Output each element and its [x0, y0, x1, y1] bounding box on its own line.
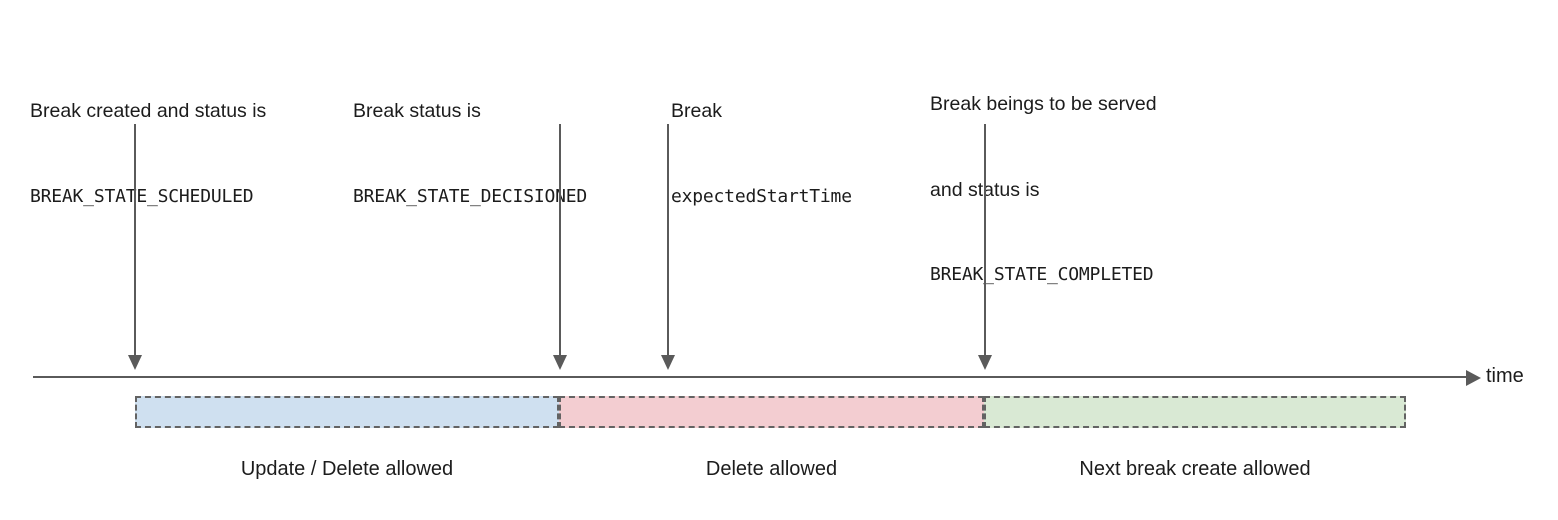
annotation-line-text: Break status is: [353, 100, 481, 122]
phase-bar-decisioned: [559, 396, 984, 428]
annotation-break-decisioned: Break status is BREAK_STATE_DECISIONED: [353, 40, 587, 268]
arrow-head: [128, 355, 142, 370]
event-arrow-break-decisioned-icon: [552, 124, 568, 370]
arrow-head: [661, 355, 675, 370]
annotation-line-text: Break: [671, 100, 722, 122]
event-arrow-expected-start-time-icon: [660, 124, 676, 370]
annotation-break-created: Break created and status is BREAK_STATE_…: [30, 40, 266, 268]
arrow-head: [553, 355, 567, 370]
phase-bar-completed: [984, 396, 1406, 428]
annotation-state-code: BREAK_STATE_DECISIONED: [353, 185, 588, 207]
annotation-break-expected-start: Break expectedStartTime: [671, 40, 852, 268]
arrow-shaft: [667, 124, 669, 356]
phase-caption-scheduled: Update / Delete allowed: [240, 458, 454, 480]
event-arrow-break-created-icon: [127, 124, 143, 370]
phase-caption-completed: Next break create allowed: [1079, 458, 1311, 480]
annotation-line-text: Break beings to be served: [930, 93, 1157, 115]
arrow-shaft: [134, 124, 136, 356]
phase-caption-decisioned: Delete allowed: [705, 458, 838, 480]
arrow-head: [978, 355, 992, 370]
annotation-state-code: BREAK_STATE_COMPLETED: [930, 264, 1154, 285]
annotation-state-code: BREAK_STATE_SCHEDULED: [30, 185, 254, 207]
annotation-break-completed: Break beings to be served and status is …: [930, 33, 1157, 347]
arrow-shaft: [559, 124, 561, 356]
time-axis-arrow-icon: [1466, 369, 1481, 386]
annotation-field-code: expectedStartTime: [671, 185, 852, 207]
time-axis-label: time: [1486, 365, 1524, 387]
event-arrow-break-completed-icon: [977, 124, 993, 370]
annotation-line-text: Break created and status is: [30, 100, 267, 122]
arrow-shaft: [984, 124, 986, 356]
annotation-line-text: and status is: [930, 178, 1040, 201]
phase-bar-scheduled: [135, 396, 559, 428]
time-axis-line: [33, 376, 1470, 378]
